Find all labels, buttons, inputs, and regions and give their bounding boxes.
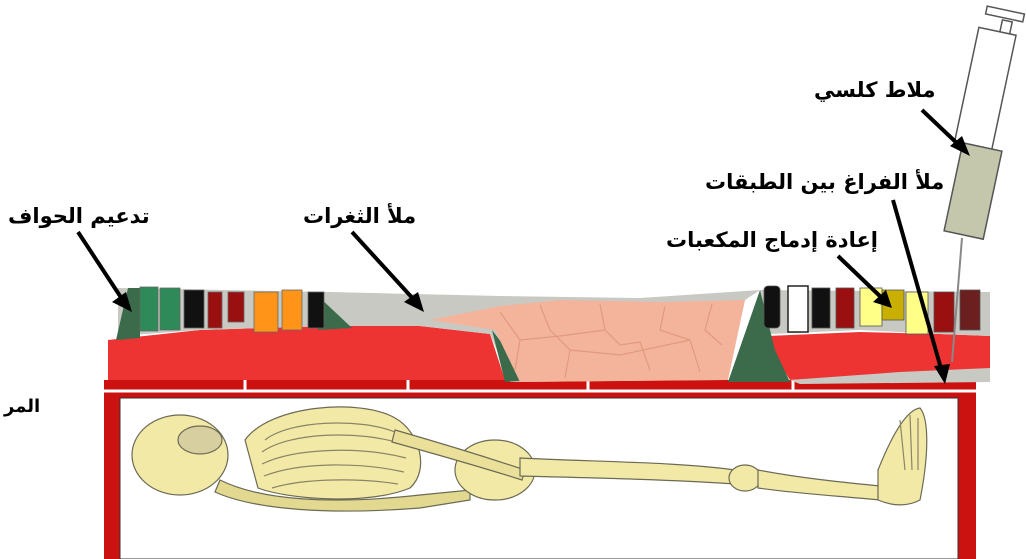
label-fill-between-layers: ملأ الفراغ بين الطبقات bbox=[705, 172, 944, 193]
label-lime-mortar: ملاط كلسي bbox=[814, 80, 935, 101]
knee bbox=[729, 465, 761, 491]
label-edge-support: تدعيم الحواف bbox=[8, 206, 150, 227]
label-side-cut: المر bbox=[4, 398, 40, 416]
label-reintegrate-tesserae: إعادة إدماج المكعبات bbox=[666, 230, 878, 251]
label-fill-gaps: ملأ الثغرات bbox=[303, 206, 416, 227]
arrow-gaps bbox=[352, 232, 416, 302]
skull bbox=[132, 415, 228, 495]
syringe-barrel bbox=[954, 27, 1016, 152]
arrow-edges bbox=[78, 232, 124, 302]
mortar-layer bbox=[108, 326, 505, 380]
support-panel bbox=[120, 398, 958, 559]
syringe-fill bbox=[944, 143, 1002, 239]
ribcage bbox=[245, 407, 421, 499]
